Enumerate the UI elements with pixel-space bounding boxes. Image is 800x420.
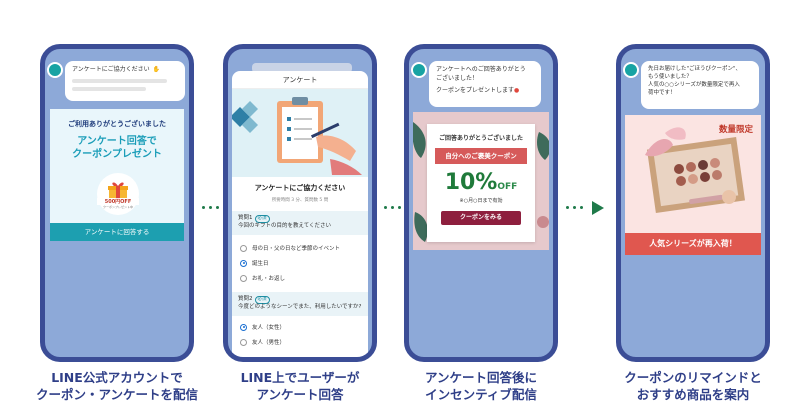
step-caption-4: クーポンのリマインドと おすすめ商品を案内 xyxy=(603,370,783,404)
chat-line: もう使いました？ xyxy=(648,73,692,80)
caption-line: アンケート回答 xyxy=(256,386,344,402)
option-label: 友人（男性） xyxy=(252,340,286,347)
caption-line: クーポン・アンケートを配信 xyxy=(35,386,198,402)
caption-line: おすすめ商品を案内 xyxy=(636,386,750,402)
coupon-card: ご回答ありがとうございました 自分へのご褒美クーポン 10%OFF ※○月○日ま… xyxy=(427,124,535,242)
option-label: お礼・お返し xyxy=(252,276,286,283)
chat-line: 荷中です！ xyxy=(648,89,676,96)
chat-line: クーポンをプレゼントします xyxy=(436,87,515,95)
radio-button[interactable] xyxy=(240,274,247,282)
chat-line: 人気の○○シリーズが数量限定で再入 xyxy=(648,81,740,88)
step-caption-2: LINE上でユーザーが アンケート回答 xyxy=(210,370,390,404)
card-headline-line-2: クーポンプレゼント xyxy=(72,149,162,160)
incentive-card: ご回答ありがとうございました 自分へのご褒美クーポン 10%OFF ※○月○日ま… xyxy=(413,112,549,250)
coupon-survey-card: ご利用ありがとうございました アンケート回答で クーポンプレゼント 500円OF… xyxy=(50,109,184,241)
option-row[interactable]: 誕生日 xyxy=(232,256,368,271)
phone-mockup-2: アンケート アンケートにご協力ください 所要時間 3 分、質問数 xyxy=(223,44,377,362)
hand-icon: ✋ xyxy=(152,66,161,73)
question-text: 今度どのようなシーンでまた、利用したいですか? xyxy=(238,304,362,311)
card-headline-line-1: アンケート回答で xyxy=(77,136,157,147)
account-avatar xyxy=(411,62,427,78)
option-row[interactable]: 友人（女性） xyxy=(232,320,368,335)
chat-bubble: アンケートにご協力ください ✋ xyxy=(65,61,185,101)
chat-line: 先日お届けした"ごほうびクーポン"、 xyxy=(648,66,742,72)
coupon-thanks: ご回答ありがとうございました xyxy=(438,135,523,142)
step-connector-dots xyxy=(566,206,583,209)
option-label: 友人（女性） xyxy=(252,325,286,332)
option-row[interactable]: 友人（男性） xyxy=(232,335,368,350)
arrow-right-icon xyxy=(592,201,604,215)
coupon-ribbon: 自分へのご褒美クーポン xyxy=(435,148,527,164)
coupon-discount: 10%OFF xyxy=(427,170,535,195)
phone-mockup-1: アンケートにご協力ください ✋ ご利用ありがとうございました アンケート回答で … xyxy=(40,44,194,362)
survey-illustration xyxy=(232,89,368,177)
survey-heading: アンケートにご協力ください xyxy=(254,184,346,192)
clipboard-illustration xyxy=(232,97,362,175)
step-connector-dots xyxy=(202,206,219,209)
restock-banner: 人気シリーズが再入荷！ xyxy=(625,233,761,255)
option-label: 誕生日 xyxy=(252,261,269,268)
chat-text: アンケートにご協力ください xyxy=(72,66,150,73)
required-tag: 必須 xyxy=(254,295,270,305)
chat-bubble: 先日お届けした"ごほうびクーポン"、 もう使いました？ 人気の○○シリーズが数量… xyxy=(641,61,759,109)
radio-button[interactable] xyxy=(240,338,247,346)
step-connector-dots xyxy=(384,206,401,209)
gift-badge: 500円OFF クーポンプレゼント中 xyxy=(97,173,139,215)
coupon-value: 10% xyxy=(444,170,498,195)
survey-meta: 所要時間 3 分、質問数 5 問 xyxy=(271,198,329,203)
caption-line: インセンティブ配信 xyxy=(425,386,537,402)
question-label: 質問1 xyxy=(238,215,253,221)
option-row[interactable]: 母の日・父の日など季節のイベント xyxy=(232,241,368,256)
phone-mockup-3: アンケートへのご回答ありがとう ございました！ クーポンをプレゼントします● ご… xyxy=(404,44,558,362)
question-label: 質問2 xyxy=(238,295,253,302)
coupon-valid: ※○月○日まで有効 xyxy=(459,198,503,204)
option-row[interactable]: お礼・お返し xyxy=(232,271,368,286)
answer-survey-button[interactable]: アンケートに回答する xyxy=(50,223,184,241)
caption-line: アンケート回答後に xyxy=(424,370,537,385)
badge-value: 500円OFF xyxy=(97,198,139,205)
coupon-off: OFF xyxy=(497,182,518,192)
background-chat-blur xyxy=(252,63,352,73)
phone-mockup-4: 先日お届けした"ごほうびクーポン"、 もう使いました？ 人気の○○シリーズが数量… xyxy=(616,44,770,362)
step-caption-1: LINE公式アカウントで クーポン・アンケートを配信 xyxy=(27,370,207,404)
required-tag: 必須 xyxy=(254,215,270,224)
radio-button[interactable] xyxy=(240,244,247,252)
account-avatar xyxy=(623,62,639,78)
account-avatar xyxy=(47,62,63,78)
heart-icon: ● xyxy=(514,87,520,95)
caption-line: LINE上でユーザーが xyxy=(240,370,360,385)
sheet-title: アンケート xyxy=(232,71,368,89)
radio-button[interactable] xyxy=(240,259,247,267)
caption-line: LINE公式アカウントで xyxy=(51,370,183,385)
option-label: 母の日・父の日など季節のイベント xyxy=(252,246,341,253)
radio-button[interactable] xyxy=(240,323,247,331)
badge-sub: クーポンプレゼント中 xyxy=(103,205,133,209)
chat-bubble: アンケートへのご回答ありがとう ございました！ クーポンをプレゼントします● xyxy=(429,61,541,107)
card-thanks: ご利用ありがとうございました xyxy=(68,120,166,128)
leaf-decoration xyxy=(413,122,549,242)
caption-line: クーポンのリマインドと xyxy=(624,370,762,385)
text-placeholder-line xyxy=(72,86,147,91)
view-coupon-button[interactable]: クーポンをみる xyxy=(441,211,521,225)
text-placeholder-line xyxy=(72,78,168,83)
step-caption-3: アンケート回答後に インセンティブ配信 xyxy=(391,370,571,404)
chat-line: ございました！ xyxy=(436,74,479,82)
limited-label: 数量限定 xyxy=(718,125,753,135)
product-reminder-card: 数量限定 人気シリーズが再入荷！ xyxy=(625,115,761,255)
chat-line: アンケートへのご回答ありがとう xyxy=(436,66,526,73)
cosmetics-gift-image xyxy=(645,127,746,213)
card-headline: アンケート回答で クーポンプレゼント xyxy=(50,135,184,161)
question-text: 今回のギフトの目的を教えてください xyxy=(238,223,332,230)
survey-sheet: アンケート アンケートにご協力ください 所要時間 3 分、質問数 xyxy=(232,71,368,357)
